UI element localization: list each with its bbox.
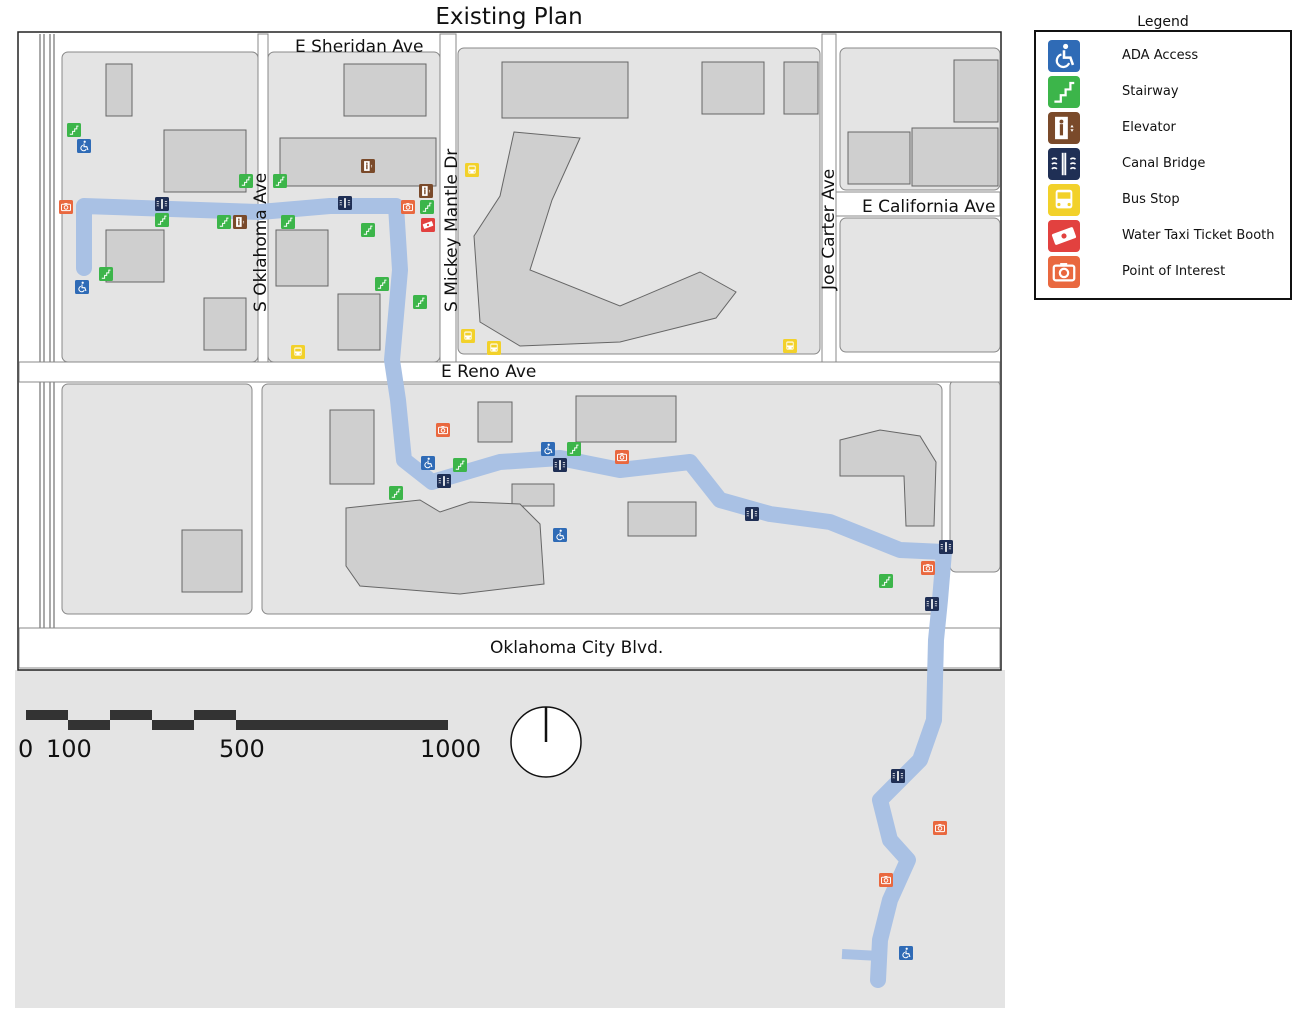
scale-label-0: 0 [18,735,33,763]
stairway-icon [453,458,467,472]
canal-bridge-icon [1048,148,1080,180]
legend-item: Stairway [1048,76,1284,108]
scale-label-1000: 1000 [420,735,481,763]
ada-access-icon [553,528,567,542]
street-oklahoma: S Oklahoma Ave [251,173,271,312]
camera-icon [921,561,935,575]
canal-bridge-icon [891,769,905,783]
stairway-icon [273,174,287,188]
legend-item-label: ADA Access [1122,48,1199,63]
canal-inlet [841,949,881,961]
legend-title: Legend [1137,14,1189,30]
canal-bridge-icon [745,507,759,521]
bus-stop-icon [487,341,501,355]
legend-item: Bus Stop [1048,184,1284,216]
legend-item: Elevator [1048,112,1284,144]
buildings [105,59,999,595]
bus-stop-icon [783,339,797,353]
elevator-icon [1048,112,1080,144]
canal-bridge-icon [155,197,169,211]
legend-item-label: Stairway [1122,84,1179,99]
stairway-icon [413,295,427,309]
street-california: E California Ave [862,197,995,217]
ada-access-icon [899,946,913,960]
stairway-icon [239,174,253,188]
stairway-icon [389,486,403,500]
legend-item-label: Water Taxi Ticket Booth [1122,228,1275,243]
ada-access-icon [421,456,435,470]
stairway-icon [1048,76,1080,108]
stairway-icon [217,215,231,229]
legend-item-label: Bus Stop [1122,192,1180,207]
legend-item-label: Elevator [1122,120,1176,135]
ada-access-icon [75,280,89,294]
north-arrow [510,706,582,778]
camera-icon [59,200,73,214]
camera-icon [879,873,893,887]
canal [76,198,952,988]
ada-access-icon [77,139,91,153]
elevator-icon [361,159,375,173]
stairway-icon [67,123,81,137]
canal-bridge-icon [939,540,953,554]
bus-stop-icon [465,163,479,177]
camera-icon [1048,256,1080,288]
railway-lines [39,34,55,668]
bus-stop-icon [461,329,475,343]
stairway-icon [879,574,893,588]
legend-item: ADA Access [1048,40,1284,72]
camera-icon [401,200,415,214]
elevator-icon [233,215,247,229]
canal-bridge-icon [338,196,352,210]
street-carter: Joe Carter Ave [819,169,839,291]
legend-item-label: Canal Bridge [1122,156,1206,171]
elevator-icon [419,184,433,198]
legend-item: Water Taxi Ticket Booth [1048,220,1284,252]
street-sheridan: E Sheridan Ave [295,37,423,57]
map-title: Existing Plan [435,4,583,30]
street-mantle: S Mickey Mantle Dr [442,149,462,312]
ada-access-icon [541,442,555,456]
legend-item: Point of Interest [1048,256,1284,288]
stairway-icon [155,213,169,227]
stairway-icon [567,442,581,456]
canal-bridge-icon [437,474,451,488]
ada-access-icon [1048,40,1080,72]
stairway-icon [375,277,389,291]
water-taxi-ticket-icon [1048,220,1080,252]
stairway-icon [99,267,113,281]
scale-bar: 0 100 500 1000 [18,710,481,763]
canal-bridge-icon [925,597,939,611]
canal-bridge-icon [553,458,567,472]
roads [18,33,1001,669]
street-okc-blvd: Oklahoma City Blvd. [490,638,663,658]
legend-item: Canal Bridge [1048,148,1284,180]
bus-stop-icon [1048,184,1080,216]
stairway-icon [361,223,375,237]
map-markers [59,123,953,960]
bus-stop-icon [291,345,305,359]
camera-icon [615,450,629,464]
legend-item-label: Point of Interest [1122,264,1226,279]
water-taxi-ticket-icon [421,218,435,232]
camera-icon [436,423,450,437]
camera-icon [933,821,947,835]
scale-label-500: 500 [219,735,265,763]
stairway-icon [281,215,295,229]
scale-label-100: 100 [46,735,92,763]
stairway-icon [420,200,434,214]
street-reno: E Reno Ave [441,362,536,382]
